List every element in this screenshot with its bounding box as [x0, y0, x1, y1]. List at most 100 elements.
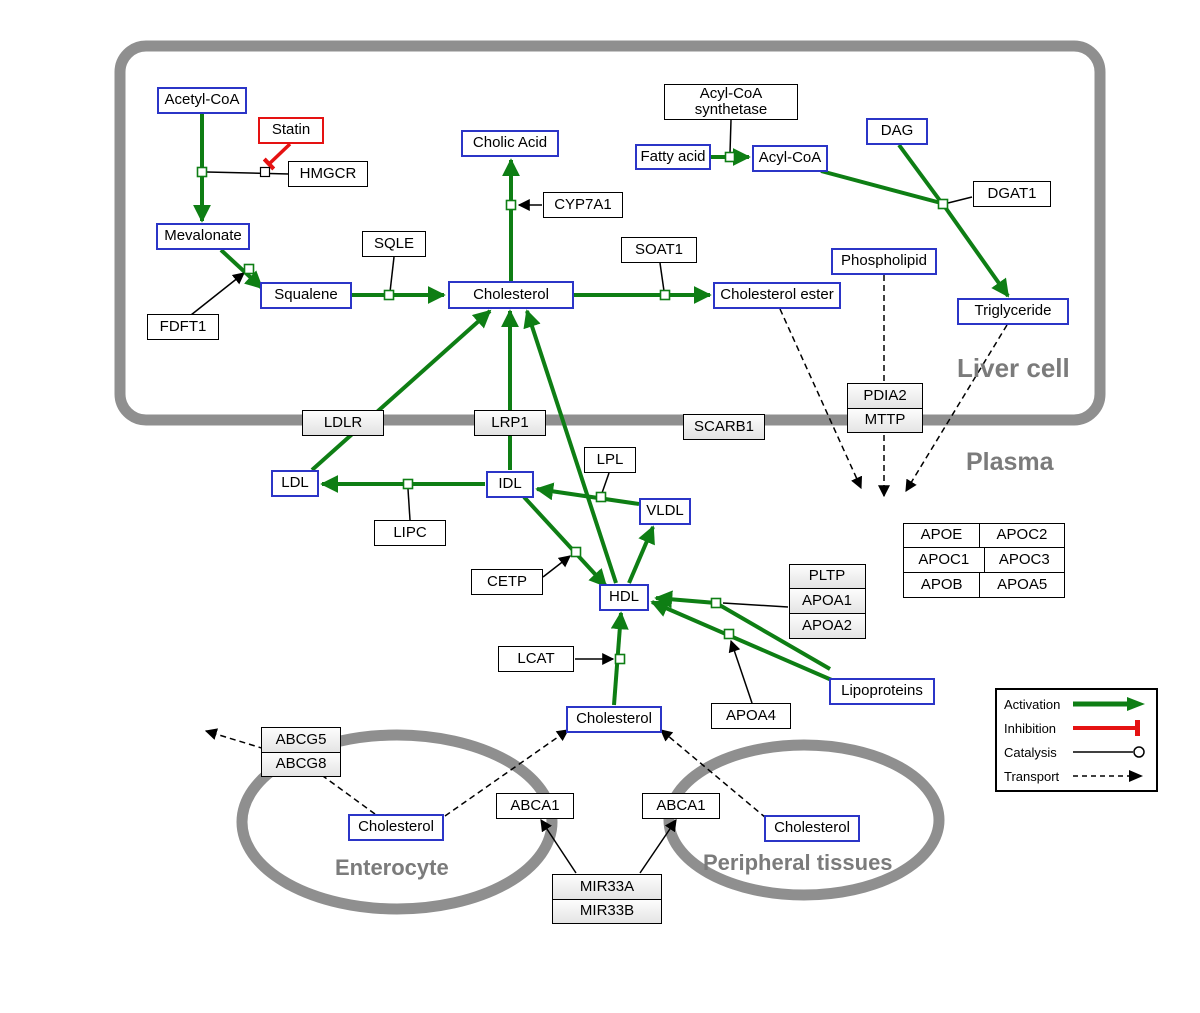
activation-arrow-icon	[1073, 697, 1145, 711]
liver-cell-label: Liver cell	[957, 353, 1070, 383]
node-abca1-peripheral[interactable]: ABCA1	[642, 793, 720, 819]
edge-act-15	[522, 495, 608, 588]
node-ldl[interactable]: LDL	[271, 469, 319, 497]
node-lipc[interactable]: LIPC	[374, 520, 446, 546]
edge-trans-37	[905, 324, 1008, 493]
reaction-anchor	[259, 166, 271, 178]
node-squalene[interactable]: Squalene	[260, 281, 352, 309]
node-pdia2-mttp-row-1[interactable]: MTTP	[847, 407, 923, 433]
enterocyte-label: Enterocyte	[335, 855, 449, 880]
reaction-anchor	[570, 546, 582, 558]
edge-cat-31	[722, 602, 789, 608]
node-cholesterol-ester[interactable]: Cholesterol ester	[713, 281, 841, 309]
node-apoa4[interactable]: APOA4	[711, 703, 791, 729]
node-cyp7a1[interactable]: CYP7A1	[543, 192, 623, 218]
peripheral-tissues-label: Peripheral tissues	[703, 850, 893, 875]
edge-cat-arrow-32	[540, 818, 577, 874]
edge-inh-34	[262, 142, 292, 171]
edge-trans-39	[444, 729, 569, 817]
edge-act-1	[219, 248, 264, 290]
node-lrp1[interactable]: LRP1	[474, 410, 546, 436]
node-phospholipid[interactable]: Phospholipid	[831, 247, 937, 275]
edge-cat-arrow-30	[728, 639, 753, 704]
edge-act-17	[650, 600, 835, 683]
node-cholesterol-plasma[interactable]: Cholesterol	[566, 705, 662, 733]
edge-act-line-6	[820, 169, 942, 205]
edge-cat-27	[407, 488, 411, 521]
reaction-anchor	[614, 653, 626, 665]
node-apolipoproteins-cell[interactable]: APOB	[903, 571, 981, 598]
node-vldl[interactable]: VLDL	[639, 497, 691, 525]
edge-act-14	[627, 525, 655, 584]
node-pltp-apoa1-apoa2-row-0[interactable]: PLTP	[788, 563, 866, 590]
node-cholesterol-liver[interactable]: Cholesterol	[448, 281, 574, 309]
legend-row-inhibition: Inhibition	[997, 716, 1156, 740]
edge-cat-19	[206, 171, 290, 175]
node-fdft1[interactable]: FDFT1	[147, 314, 219, 340]
node-mir33a-mir33b-row-1[interactable]: MIR33B	[552, 898, 662, 924]
reaction-anchor	[724, 151, 736, 163]
node-apolipoproteins-cell[interactable]: APOC2	[978, 522, 1066, 549]
node-dag[interactable]: DAG	[866, 117, 928, 145]
node-apolipoproteins-cell[interactable]: APOA5	[979, 571, 1065, 598]
node-acyl-coa[interactable]: Acyl-CoA	[752, 144, 828, 172]
edge-cat-26	[601, 472, 610, 494]
liver-cell-outline	[114, 40, 1106, 426]
node-lcat[interactable]: LCAT	[498, 646, 574, 672]
edge-cat-arrow-33	[639, 819, 677, 874]
node-pdia2-mttp-row-0[interactable]: PDIA2	[847, 383, 923, 409]
node-abcg5-abcg8-row-1[interactable]: ABCG8	[261, 751, 341, 777]
node-idl[interactable]: IDL	[486, 470, 534, 498]
node-sqle[interactable]: SQLE	[362, 231, 426, 257]
node-lipoproteins[interactable]: Lipoproteins	[829, 677, 935, 705]
node-apolipoproteins-cell[interactable]: APOC1	[903, 547, 985, 573]
reaction-anchor	[937, 198, 949, 210]
node-acyl-coa-synthetase[interactable]: Acyl-CoA synthetase	[664, 84, 798, 120]
reaction-anchor	[595, 491, 607, 503]
node-hmgcr[interactable]: HMGCR	[288, 161, 368, 187]
catalysis-circle-icon	[1073, 746, 1145, 758]
legend-row-activation: Activation	[997, 692, 1156, 716]
transport-arrow-icon	[1073, 770, 1143, 782]
node-pltp-apoa1-apoa2-row-2[interactable]: APOA2	[788, 612, 866, 639]
node-triglyceride[interactable]: Triglyceride	[957, 297, 1069, 325]
node-lpl[interactable]: LPL	[584, 447, 636, 473]
node-abca1-enterocyte[interactable]: ABCA1	[496, 793, 574, 819]
node-acetyl-coa[interactable]: Acetyl-CoA	[157, 86, 247, 114]
node-statin[interactable]: Statin	[258, 116, 324, 144]
legend-catalysis-label: Catalysis	[1004, 744, 1057, 760]
edge-trans-35	[779, 308, 863, 490]
reaction-anchor	[505, 199, 517, 211]
node-cholic-acid[interactable]: Cholic Acid	[461, 129, 559, 157]
node-cholesterol-enterocyte[interactable]: Cholesterol	[348, 813, 444, 841]
node-cetp[interactable]: CETP	[471, 569, 543, 595]
edge-cat-23	[659, 262, 665, 292]
node-ldlr[interactable]: LDLR	[302, 410, 384, 436]
node-apolipoproteins-cell[interactable]: APOE	[903, 522, 980, 549]
reaction-anchor	[723, 628, 735, 640]
legend-inhibition-label: Inhibition	[1004, 720, 1057, 736]
edge-cat-24	[729, 119, 732, 154]
node-abcg5-abcg8-row-0[interactable]: ABCG5	[261, 727, 341, 753]
node-cholesterol-peripheral[interactable]: Cholesterol	[764, 814, 860, 842]
node-fatty-acid[interactable]: Fatty acid	[635, 144, 711, 170]
node-pltp-apoa1-apoa2-row-1[interactable]: APOA1	[788, 588, 866, 614]
edge-cat-arrow-28	[542, 555, 571, 578]
enterocyte-outline	[236, 729, 558, 915]
node-scarb1[interactable]: SCARB1	[683, 414, 765, 440]
node-dgat1[interactable]: DGAT1	[973, 181, 1051, 207]
edge-cat-25	[947, 196, 973, 204]
node-hdl[interactable]: HDL	[599, 583, 649, 611]
node-soat1[interactable]: SOAT1	[621, 237, 697, 263]
reaction-anchor	[383, 289, 395, 301]
node-apolipoproteins-cell[interactable]: APOC3	[983, 547, 1065, 573]
node-mevalonate[interactable]: Mevalonate	[156, 222, 250, 250]
node-mir33a-mir33b-row-0[interactable]: MIR33A	[552, 874, 662, 900]
